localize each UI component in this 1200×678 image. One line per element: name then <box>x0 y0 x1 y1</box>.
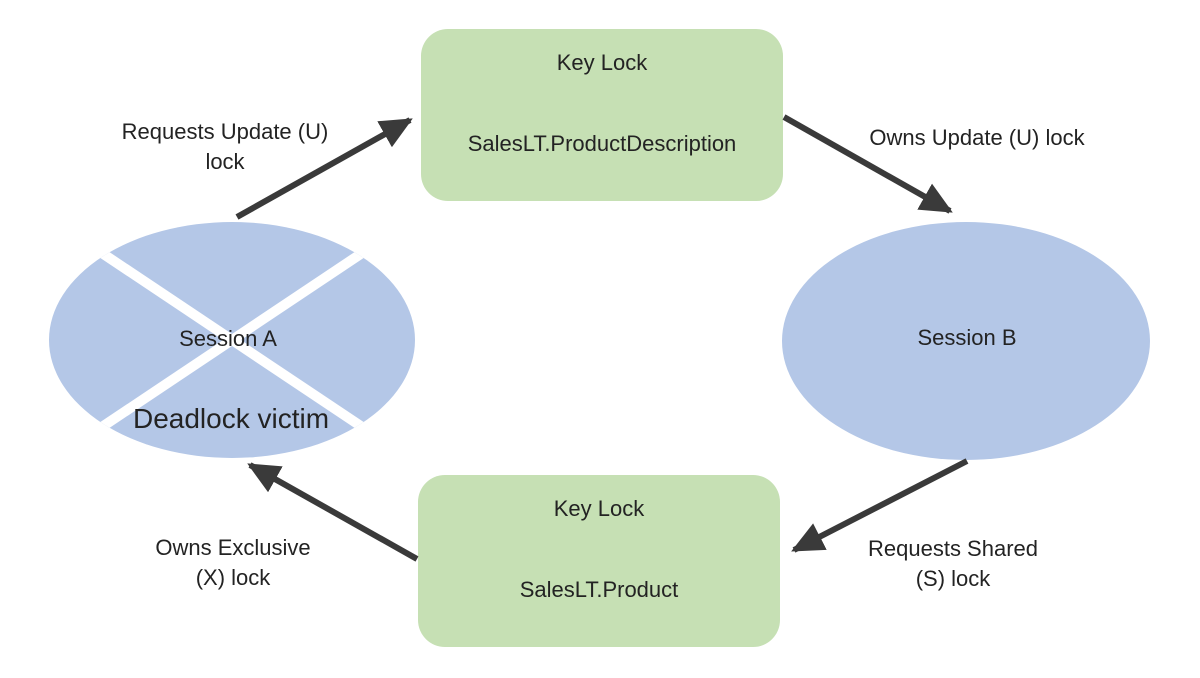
session-b-ellipse <box>782 222 1150 460</box>
label-owns-exclusive-line1: Owns Exclusive <box>155 535 310 560</box>
top-lock-title: Key Lock <box>557 50 648 75</box>
bottom-lock-title: Key Lock <box>554 496 645 521</box>
label-owns-exclusive: Owns Exclusive (X) lock <box>155 535 310 590</box>
session-a-status: Deadlock victim <box>133 403 329 434</box>
top-lock-object: SalesLT.ProductDescription <box>468 131 737 156</box>
label-requests-shared-line1: Requests Shared <box>868 536 1038 561</box>
label-owns-update: Owns Update (U) lock <box>869 125 1085 150</box>
deadlock-x-mark <box>57 222 407 458</box>
bottom-lock-object: SalesLT.Product <box>520 577 679 602</box>
label-requests-shared-line2: (S) lock <box>916 566 992 591</box>
session-b-node: Session B <box>782 222 1150 460</box>
arrow-owns-update <box>782 114 953 214</box>
label-requests-shared: Requests Shared (S) lock <box>868 536 1038 591</box>
x-mark-line-2 <box>57 222 407 458</box>
key-lock-box-product-description <box>421 29 783 201</box>
arrow-requests-shared <box>791 458 969 553</box>
session-b-label: Session B <box>917 325 1016 350</box>
label-requests-update-line1: Requests Update (U) <box>122 119 329 144</box>
label-requests-update: Requests Update (U) lock <box>122 119 329 174</box>
session-a-label: Session A <box>179 326 277 351</box>
label-requests-update-line2: lock <box>205 149 245 174</box>
arrow-requests-update <box>235 117 413 220</box>
session-a-node: Session A Deadlock victim <box>49 222 415 458</box>
arrow-owns-exclusive <box>247 462 419 562</box>
key-lock-box-product <box>418 475 780 647</box>
label-owns-exclusive-line2: (X) lock <box>196 565 272 590</box>
